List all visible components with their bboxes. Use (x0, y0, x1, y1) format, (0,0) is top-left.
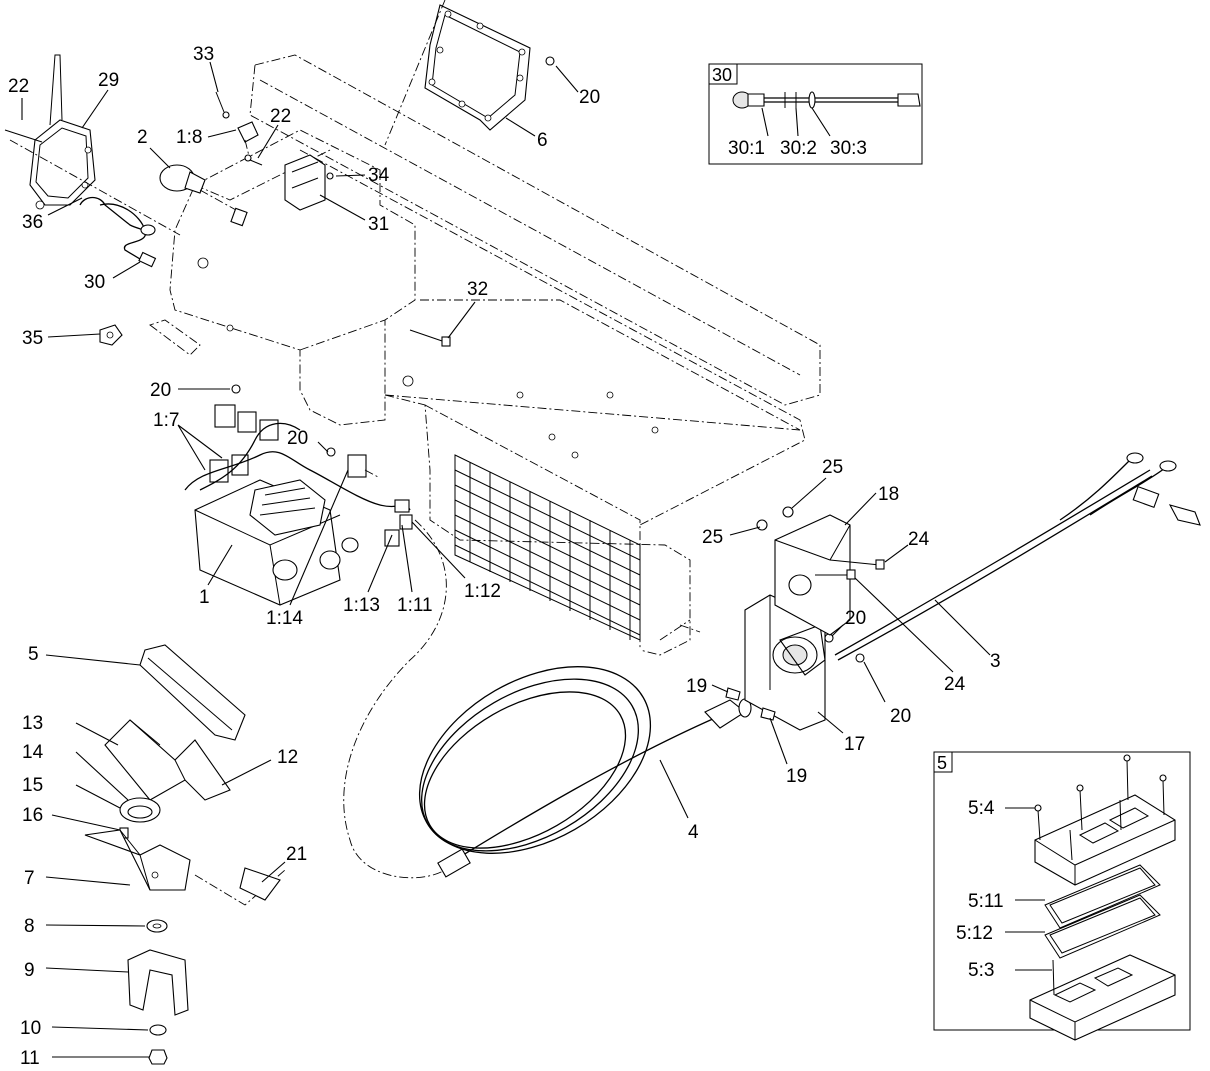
bolt-32 (409, 329, 451, 347)
callout-22: 22 (270, 106, 291, 127)
inset-5-label-2: 5:11 (968, 891, 1004, 912)
part-22-31-34 (244, 154, 334, 211)
callout-1-13: 1:13 (343, 595, 380, 616)
callout-25: 25 (702, 527, 723, 548)
part-33-1-8 (215, 91, 259, 161)
callout-20: 20 (150, 380, 171, 401)
callout-6: 6 (537, 130, 548, 151)
callout-30: 30 (84, 272, 105, 293)
callout-25: 25 (822, 457, 843, 478)
callout-10: 10 (20, 1018, 41, 1039)
callout-1-14: 1:14 (266, 608, 303, 629)
callout-4: 4 (688, 822, 699, 843)
vent-grille (454, 454, 641, 641)
callout-32: 32 (467, 279, 488, 300)
inset-30-label-2: 30:2 (780, 138, 817, 159)
callout-20: 20 (579, 87, 600, 108)
bracket-18 (756, 506, 885, 636)
bracket-stack-12-13 (104, 719, 231, 801)
callout-1-8: 1:8 (176, 127, 202, 148)
routing-path (343, 519, 447, 879)
inset-5-label-1: 5:4 (968, 798, 995, 819)
callout-3: 3 (990, 651, 1001, 672)
harness-4 (418, 666, 752, 878)
callout-17: 17 (844, 734, 865, 755)
callout-18: 18 (878, 484, 899, 505)
callout-29: 29 (98, 70, 119, 91)
harness-30-36 (79, 196, 157, 268)
callout-15: 15 (22, 775, 43, 796)
callout-24: 24 (944, 674, 966, 695)
inset-30-label-3: 30:3 (830, 138, 867, 159)
bracket-29 (4, 54, 181, 236)
callout-16: 16 (22, 805, 43, 826)
callout-34: 34 (368, 165, 390, 186)
callout-9: 9 (24, 960, 35, 981)
callout-1-12: 1:12 (464, 581, 501, 602)
inset-5-label-3: 5:12 (956, 923, 993, 944)
callout-labels: 22 29 33 1:8 22 2 34 31 36 30 20 6 32 35… (8, 44, 1001, 1069)
callout-1-7: 1:7 (153, 410, 179, 431)
washer-10-nut-11 (148, 1024, 168, 1065)
callout-7: 7 (24, 868, 35, 889)
callout-8: 8 (24, 916, 35, 937)
callout-1: 1 (199, 587, 210, 608)
plug-35 (99, 324, 123, 346)
inset-30: 30 30:1 30:2 30:3 (708, 63, 923, 165)
callout-19: 19 (686, 676, 707, 697)
callout-5: 5 (28, 644, 39, 665)
callout-12: 12 (277, 747, 298, 768)
valve-assembly-1 (184, 384, 413, 606)
bracket-7 (84, 829, 191, 891)
switch-2 (159, 164, 248, 227)
callout-24: 24 (908, 529, 930, 550)
callout-21: 21 (286, 844, 307, 865)
callout-33: 33 (193, 44, 214, 65)
inset-5-label-4: 5:3 (968, 960, 994, 981)
control-box-5 (139, 644, 246, 741)
callout-14: 14 (22, 742, 44, 763)
inset-30-label-1: 30:1 (728, 138, 765, 159)
frame-beam (249, 54, 821, 526)
inset-5-title: 5 (937, 753, 947, 773)
callout-13: 13 (22, 713, 43, 734)
callout-11: 11 (20, 1048, 40, 1069)
inset-5: 5 5:4 5:11 5:12 5:3 (933, 751, 1191, 1041)
harness-3 (834, 452, 1201, 661)
callout-20: 20 (287, 428, 308, 449)
callout-20: 20 (890, 706, 911, 727)
washer-8 (146, 919, 168, 933)
leader-lines (21, 61, 991, 1058)
bracket-9 (127, 949, 189, 1016)
callout-19: 19 (786, 766, 807, 787)
callout-2: 2 (137, 127, 148, 148)
ring-14-15 (119, 797, 161, 839)
callout-1-11: 1:11 (397, 595, 433, 616)
inset-30-title: 30 (712, 65, 732, 85)
sticker-21 (239, 867, 281, 901)
mount-plate-17 (725, 594, 865, 731)
callout-36: 36 (22, 212, 43, 233)
callout-22: 22 (8, 76, 29, 97)
callout-35: 35 (22, 328, 43, 349)
callout-31: 31 (368, 214, 389, 235)
cover-plate-6 (384, 0, 555, 146)
callout-20: 20 (845, 608, 866, 629)
